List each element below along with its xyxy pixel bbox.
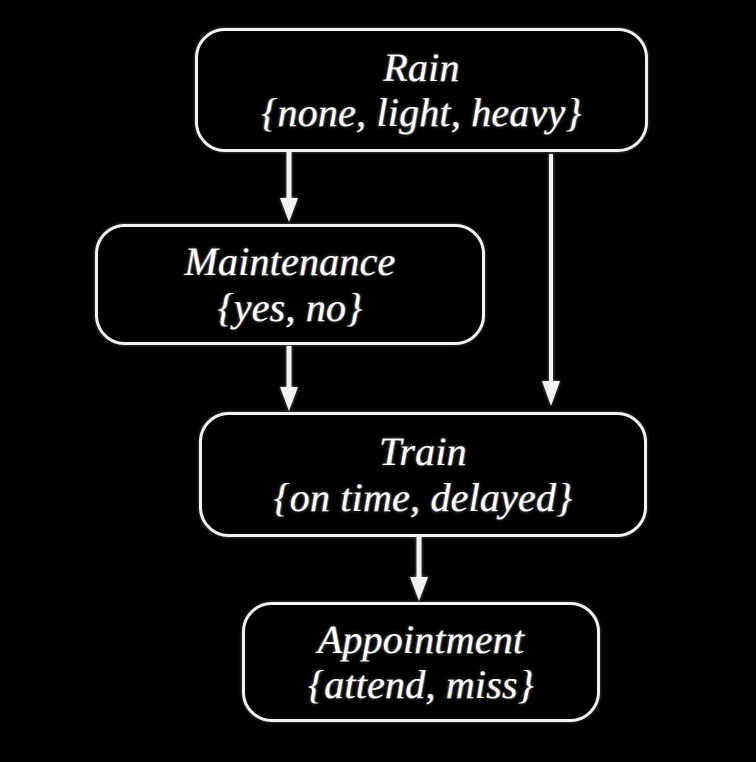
arrowhead-icon [542,381,560,406]
arrowhead-icon [280,387,298,411]
node-maintenance-label: Maintenance [184,239,396,285]
node-appointment-states: {attend, miss} [308,662,534,707]
node-maintenance[interactable]: Maintenance {yes, no} [95,224,485,345]
node-train[interactable]: Train {on time, delayed} [199,412,647,537]
node-train-states: {on time, delayed} [273,474,573,520]
node-maintenance-states: {yes, no} [217,284,363,330]
node-appointment-label: Appointment [317,616,525,662]
edge-maintenance-to-train [270,343,310,415]
edge-rain-to-train [533,150,573,412]
node-appointment[interactable]: Appointment {attend, miss} [242,602,600,722]
edge-rain-to-maintenance [270,150,310,228]
node-rain-states: {none, light, heavy} [261,90,582,135]
node-train-label: Train [379,429,467,475]
node-rain[interactable]: Rain {none, light, heavy} [195,28,648,152]
arrowhead-icon [410,577,428,601]
edge-train-to-appointment [400,533,440,605]
node-rain-label: Rain [383,44,460,90]
arrowhead-icon [280,198,298,222]
